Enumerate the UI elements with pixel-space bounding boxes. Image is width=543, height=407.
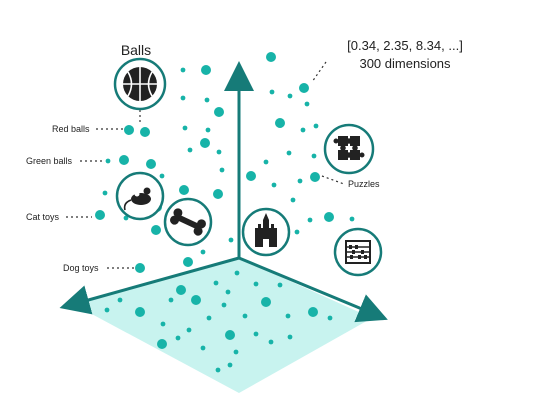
embedding-point [287, 93, 293, 99]
embedding-point [180, 67, 186, 73]
embedding-point [221, 302, 227, 308]
embedding-point [205, 127, 211, 133]
embedding-point [200, 138, 210, 148]
embedding-point [204, 97, 210, 103]
embedding-point [297, 178, 303, 184]
embedding-point [327, 315, 333, 321]
mouse-toy-icon [115, 171, 165, 221]
vector-values: [0.34, 2.35, 8.34, ...] [347, 38, 463, 53]
embedding-point [266, 52, 276, 62]
vector-dimensions: 300 dimensions [359, 56, 451, 71]
embedding-point [105, 158, 111, 164]
embedding-point [146, 159, 156, 169]
embedding-point [242, 313, 248, 319]
castle-icon [241, 207, 291, 257]
embedding-point [102, 190, 108, 196]
embedding-point [268, 339, 274, 345]
label-puzzles: Puzzles [348, 179, 380, 189]
embedding-point [228, 237, 234, 243]
embedding-point [299, 83, 309, 93]
embedding-point [313, 123, 319, 129]
embedding-point [213, 280, 219, 286]
embedding-point [186, 327, 192, 333]
embedding-point [324, 212, 334, 222]
embedding-point [175, 335, 181, 341]
embedding-point [219, 167, 225, 173]
embedding-point [261, 297, 271, 307]
embedding-point [213, 189, 223, 199]
label-dog-toys: Dog toys [63, 263, 99, 273]
balls-title: Balls [121, 42, 151, 58]
embedding-point [246, 171, 256, 181]
embedding-point [300, 127, 306, 133]
embedding-point [187, 147, 193, 153]
embedding-point [140, 127, 150, 137]
embedding-point [271, 182, 277, 188]
embedding-point [168, 297, 174, 303]
embedding-point [179, 185, 189, 195]
embedding-point [234, 270, 240, 276]
embedding-point [200, 345, 206, 351]
embedding-point [206, 315, 212, 321]
embedding-point [182, 125, 188, 131]
leader-puzzles [321, 175, 345, 185]
embedding-point [159, 173, 165, 179]
embedding-point [263, 159, 269, 165]
floor-plane [75, 258, 372, 393]
label-green-balls: Green balls [26, 156, 73, 166]
embedding-point [160, 321, 166, 327]
embedding-point [311, 153, 317, 159]
embedding-point [253, 331, 259, 337]
embedding-point [310, 172, 320, 182]
embedding-point [216, 149, 222, 155]
leader-vector [311, 61, 327, 83]
bone-icon [163, 197, 213, 247]
embedding-point [294, 229, 300, 235]
embedding-point [200, 249, 206, 255]
puzzle-icon [323, 123, 375, 175]
embedding-points [95, 52, 355, 373]
embedding-point [117, 297, 123, 303]
left-axis [59, 256, 240, 315]
embedding-point [349, 216, 355, 222]
embedding-point [191, 295, 201, 305]
embedding-point [201, 65, 211, 75]
embedding-point [135, 307, 145, 317]
embedding-point [180, 95, 186, 101]
embedding-point [287, 334, 293, 340]
embedding-point [233, 349, 239, 355]
embedding-point [286, 150, 292, 156]
embedding-point [119, 155, 129, 165]
embedding-point [151, 225, 161, 235]
label-cat-toys: Cat toys [26, 212, 60, 222]
embedding-point [307, 217, 313, 223]
label-red-balls: Red balls [52, 124, 90, 134]
embedding-point [225, 289, 231, 295]
embedding-point [104, 307, 110, 313]
embedding-point [157, 339, 167, 349]
embedding-point [269, 89, 275, 95]
embedding-point [124, 125, 134, 135]
embedding-point [275, 118, 285, 128]
basketball-icon [113, 57, 167, 111]
embedding-point [123, 215, 129, 221]
right-axis [238, 256, 388, 323]
embedding-point [215, 367, 221, 373]
embedding-point [225, 330, 235, 340]
embedding-point [183, 257, 193, 267]
embedding-point [253, 281, 259, 287]
abacus-icon [333, 227, 383, 277]
embedding-point [290, 197, 296, 203]
embedding-point [304, 101, 310, 107]
embedding-point [176, 285, 186, 295]
embedding-point [95, 210, 105, 220]
embedding-point [285, 313, 291, 319]
embedding-point [277, 282, 283, 288]
embedding-point [227, 362, 233, 368]
embedding-point [308, 307, 318, 317]
embedding-point [214, 107, 224, 117]
embedding-point [135, 263, 145, 273]
